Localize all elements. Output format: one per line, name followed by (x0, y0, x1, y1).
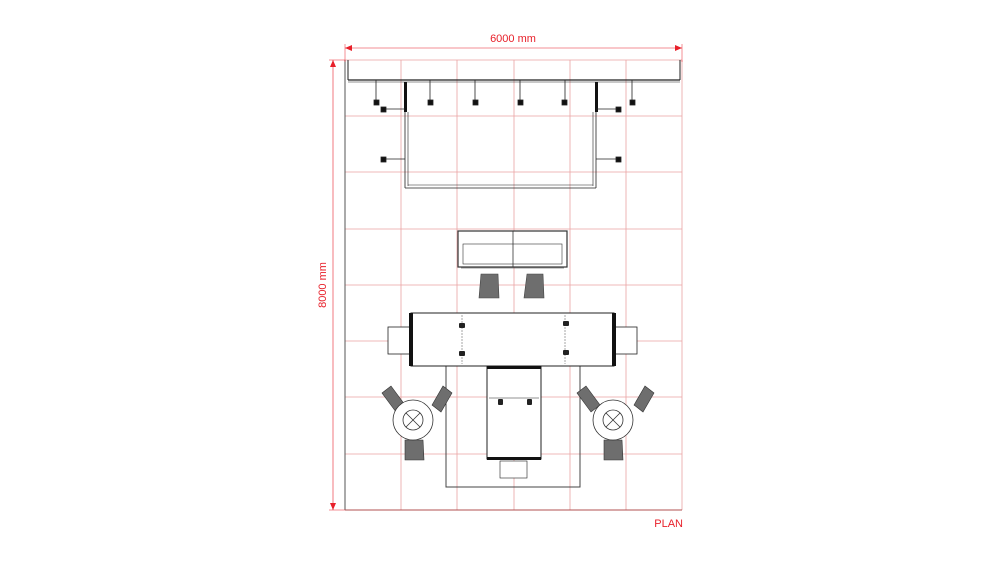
stool-icon (478, 273, 545, 299)
back-wall (347, 60, 681, 189)
spotlight-icon (380, 106, 622, 163)
width-dimension: 6000 mm (344, 33, 683, 62)
spotlight-icon (373, 80, 636, 106)
reception-desk (486, 365, 542, 479)
booth-outline (344, 60, 682, 511)
depth-dimension: 8000 mm (317, 59, 345, 511)
plan-label: PLAN (654, 518, 683, 530)
meeting-table (387, 312, 638, 367)
round-table-left (381, 385, 453, 461)
storage-counter (457, 230, 568, 269)
round-table-right (576, 385, 655, 461)
depth-dimension-label: 8000 mm (317, 262, 329, 308)
width-dimension-label: 6000 mm (490, 33, 536, 45)
